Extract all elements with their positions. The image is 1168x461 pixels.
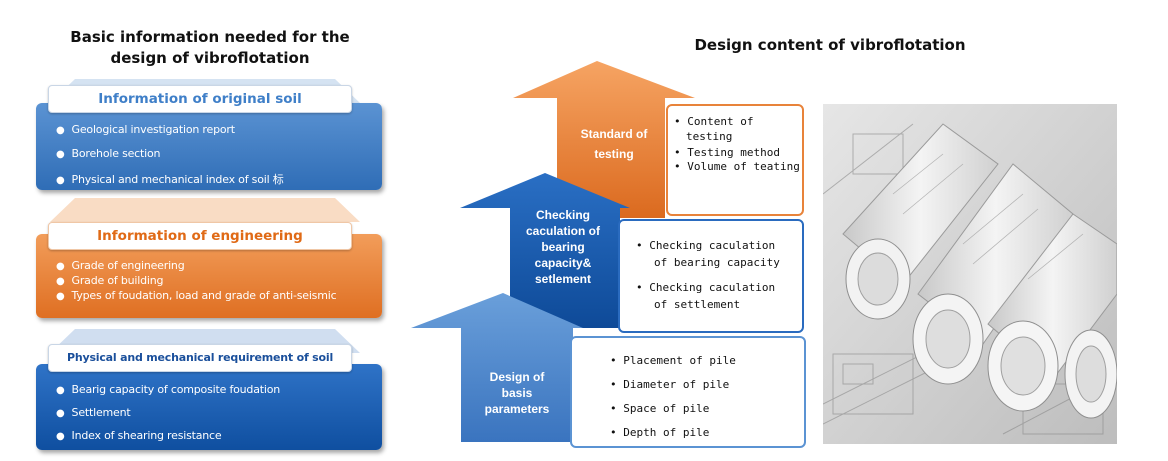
design-bullet-4-text: Depth of pile	[623, 426, 710, 439]
testing-bullet-3-text: Volume of teating	[687, 160, 800, 173]
checking-bullet-1b-text: of bearing capacity	[654, 256, 780, 269]
design-label-line2: basis	[501, 386, 533, 400]
connector-middle	[50, 198, 360, 222]
design-bullet-3-text: Space of pile	[623, 402, 710, 415]
design-bullet-3: • Space of pile	[610, 402, 710, 415]
blueprint-rolls-image	[823, 104, 1117, 444]
design-label-line3: parameters	[484, 402, 550, 416]
checking-box	[618, 219, 804, 333]
design-label: Design of basis parameters	[462, 369, 572, 417]
checking-bullet-1: • Checking caculation	[636, 239, 776, 252]
checking-label: Checking caculation of bearing capacity&…	[508, 207, 618, 287]
left-title-line1: Basic information needed for the	[70, 28, 350, 46]
checking-bullet-1b: of bearing capacity	[654, 256, 780, 269]
checking-arrow	[460, 173, 630, 328]
testing-bullet-2-text: Testing method	[687, 146, 780, 159]
engineering-info-header: Information of engineering	[48, 222, 352, 250]
requirement-header: Physical and mechanical requirement of s…	[48, 344, 352, 372]
left-title-line2: design of vibroflotation	[110, 49, 310, 67]
checking-bullet-2: • Checking caculation	[636, 281, 776, 294]
design-bullet-2: • Diameter of pile	[610, 378, 730, 391]
testing-box	[666, 104, 804, 216]
checking-bullet-2b-text: of settlement	[654, 298, 741, 311]
soil-item-3: Physical and mechanical index of soil 标	[56, 171, 284, 187]
design-arrow	[411, 293, 583, 442]
requirement-item-2: Settlement	[56, 406, 131, 419]
checking-bullet-2-text: Checking caculation	[649, 281, 776, 294]
requirement-item-1: Bearig capacity of composite foudation	[56, 383, 281, 396]
testing-bullet-1: • Content of	[674, 115, 754, 128]
testing-bullet-3: • Volume of teating	[674, 160, 800, 173]
soil-info-header: Information of original soil	[48, 85, 352, 113]
checking-label-line1: Checking	[535, 208, 590, 222]
engineering-item-3: Types of foudation, load and grade of an…	[56, 289, 337, 302]
testing-label: Standard of testing	[566, 126, 662, 162]
design-bullet-4: • Depth of pile	[610, 426, 710, 439]
testing-label-line1: Standard of	[580, 127, 648, 141]
checking-label-line2: caculation of	[525, 224, 600, 238]
soil-item-2: Borehole section	[56, 147, 161, 160]
checking-label-line4: capacity&	[534, 256, 592, 270]
engineering-item-2: Grade of building	[56, 274, 164, 287]
testing-bullet-1-text: Content of	[687, 115, 754, 128]
testing-label-line2: testing	[594, 147, 634, 161]
checking-label-line3: bearing	[541, 240, 585, 254]
testing-bullet-1b: testing	[686, 130, 732, 143]
testing-bullet-2: • Testing method	[674, 146, 780, 159]
design-label-line1: Design of	[489, 370, 545, 384]
design-box	[570, 336, 806, 448]
design-bullet-1-text: Placement of pile	[623, 354, 736, 367]
checking-bullet-1-text: Checking caculation	[649, 239, 776, 252]
testing-bullet-1b-text: testing	[686, 130, 733, 143]
checking-bullet-2b: of settlement	[654, 298, 740, 311]
design-bullet-2-text: Diameter of pile	[623, 378, 730, 391]
engineering-item-1: Grade of engineering	[56, 259, 185, 272]
left-title: Basic information needed for the design …	[40, 27, 380, 69]
soil-item-1: Geological investigation report	[56, 123, 235, 136]
design-bullet-1: • Placement of pile	[610, 354, 736, 367]
requirement-item-3: Index of shearing resistance	[56, 429, 222, 442]
checking-label-line5: setlement	[534, 272, 592, 286]
right-title: Design content of vibroflotation	[694, 36, 966, 54]
